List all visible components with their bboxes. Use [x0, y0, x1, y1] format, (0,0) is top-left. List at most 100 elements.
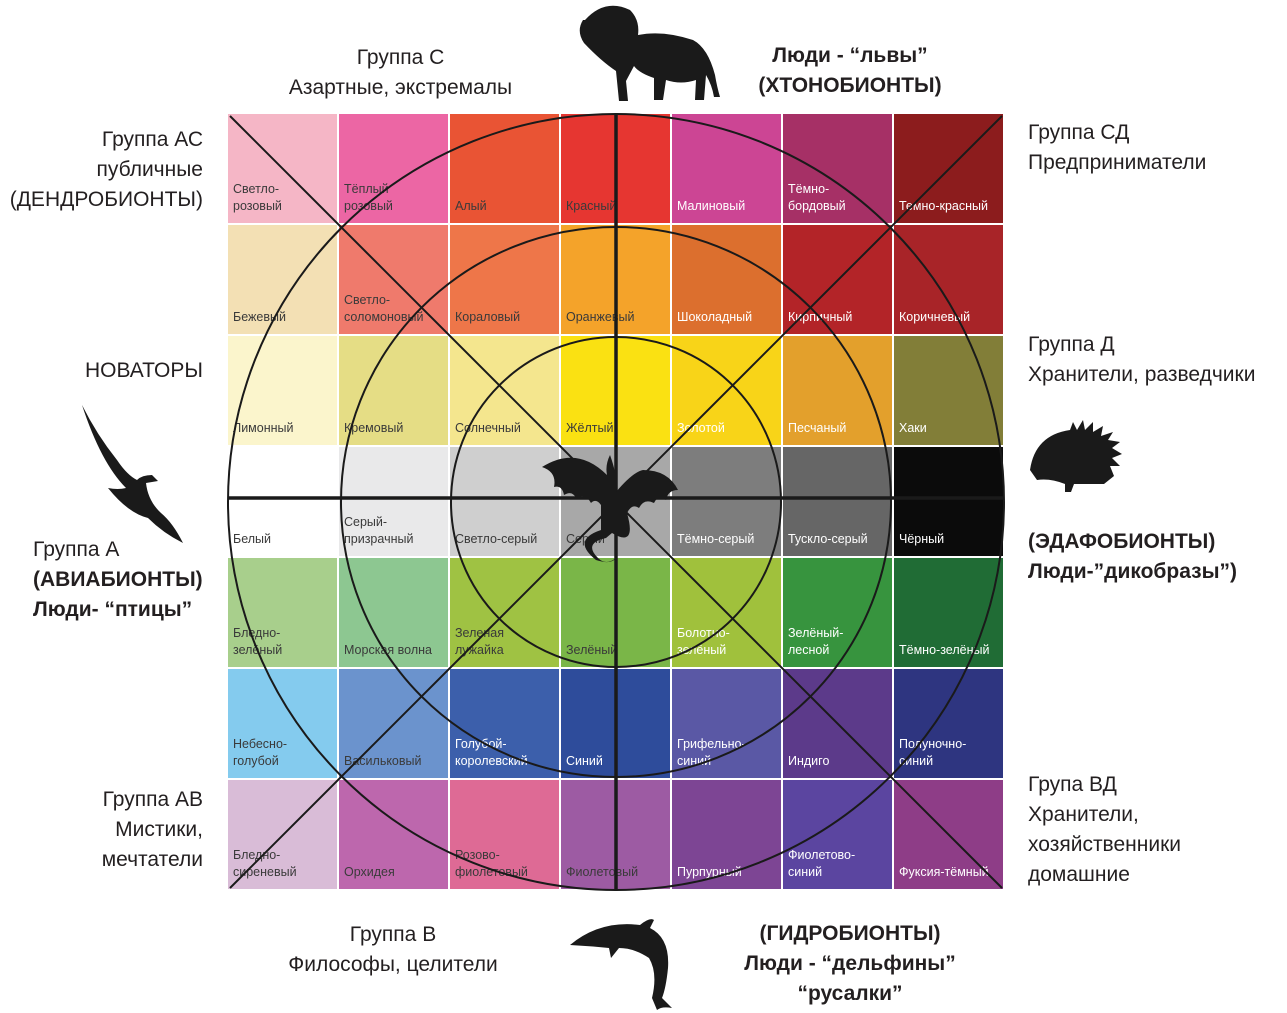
color-cell: Фиолетово- синий	[783, 780, 892, 889]
color-name: Тёмно- бордовый	[788, 182, 846, 213]
porcupines-desc: Люди-”дикобразы”)	[1028, 560, 1238, 583]
color-name: Зелёный	[566, 643, 618, 657]
color-name: Коричневый	[899, 310, 971, 324]
group-sd-desc: Предприниматели	[1028, 151, 1207, 174]
dolphins-desc1: Люди - “дельфины”	[744, 952, 956, 975]
group-c-label: Группа С Азартные, экстремалы	[268, 43, 533, 103]
eagle-icon	[82, 405, 183, 543]
color-name: Васильковый	[344, 754, 422, 768]
group-vd-desc1: Хранители,	[1028, 803, 1139, 826]
color-name: Золотой	[677, 421, 725, 435]
color-cell: Тёмно-зелёный	[894, 558, 1003, 667]
color-name: Тускло-серый	[788, 532, 868, 546]
color-cell: Серый- призрачный	[339, 447, 448, 556]
color-cell: Небесно- голубой	[228, 669, 337, 778]
color-name: Красный	[566, 199, 617, 213]
group-sd-label: Группа СД Предприниматели	[1028, 118, 1206, 178]
group-ac-title: Группа АС	[101, 128, 203, 151]
color-name: Болотно- зелёный	[677, 626, 730, 657]
color-cell: Лимонный	[228, 336, 337, 445]
group-v-desc: Философы, целители	[288, 953, 498, 976]
color-cell: Зелёный- лесной	[783, 558, 892, 667]
color-name: Малиновый	[677, 199, 746, 213]
dolphin-icon	[570, 919, 672, 1010]
color-name: Фиолетово- синий	[788, 848, 856, 879]
color-name: Светло-серый	[455, 532, 538, 546]
color-name: Грифельно- синий	[677, 737, 746, 768]
color-name: Песчаный	[788, 421, 847, 435]
color-name: Фиолетовый	[566, 865, 639, 879]
group-d-title: Группа Д	[1028, 333, 1115, 356]
group-ac-desc: публичные	[96, 158, 204, 181]
color-name: Чёрный	[899, 532, 945, 546]
color-name: Светло- соломоновый	[344, 293, 424, 324]
color-name: Кораловый	[455, 310, 521, 324]
group-av-desc2: мечтатели	[101, 848, 203, 871]
group-d-label: Группа Д Хранители, разведчики	[1028, 330, 1255, 390]
color-name: Тёмно-серый	[677, 532, 755, 546]
color-name: Белый	[233, 532, 272, 546]
dragon-icon	[542, 455, 678, 563]
porcupines-label: (ЭДАФОБИОНТЫ) Люди-”дикобразы”)	[1028, 527, 1237, 587]
color-name: Темно-красный	[899, 199, 988, 213]
color-name: Светло- розовый	[233, 182, 282, 213]
group-c-desc: Азартные, экстремалы	[288, 76, 513, 99]
group-a-type: (АВИАБИОНТЫ)	[33, 568, 203, 591]
color-cell: Пурпурный	[672, 780, 781, 889]
color-name: Жёлтый	[566, 421, 614, 435]
color-cell: Тёмно-серый	[672, 447, 781, 556]
color-cell: Хаки	[894, 336, 1003, 445]
group-v-label: Группа В Философы, целители	[268, 920, 518, 980]
group-c-title: Группа С	[356, 46, 445, 69]
color-name: Синий	[566, 754, 603, 768]
color-name: Небесно- голубой	[233, 737, 288, 768]
group-v-title: Группа В	[349, 923, 437, 946]
group-sd-title: Группа СД	[1028, 121, 1130, 144]
color-cell: Тёплый розовый	[339, 114, 448, 223]
color-cell: Бежевый	[228, 225, 337, 334]
color-name: Фуксия-тёмный	[899, 865, 989, 879]
color-cell: Малиновый	[672, 114, 781, 223]
color-name: Шоколадный	[677, 310, 753, 324]
color-name: Орхидея	[344, 865, 395, 879]
color-cell: Кораловый	[450, 225, 559, 334]
color-name: Зеленая лужайка	[455, 626, 504, 657]
color-name: Зелёный- лесной	[788, 626, 844, 657]
group-a-desc: Люди- “птицы”	[33, 598, 193, 621]
porcupine-icon	[1030, 420, 1122, 492]
group-vd-title: Група ВД	[1028, 773, 1117, 796]
porcupines-type: (ЭДАФОБИОНТЫ)	[1028, 530, 1216, 553]
color-cell: Грифельно- синий	[672, 669, 781, 778]
lions-title: Люди - “львы”	[772, 44, 928, 67]
dolphins-label: (ГИДРОБИОНТЫ) Люди - “дельфины” “русалки”	[720, 919, 980, 1009]
color-name: Индиго	[788, 754, 830, 768]
color-cell: Тускло-серый	[783, 447, 892, 556]
group-a-label: Группа А (АВИАБИОНТЫ) Люди- “птицы”	[33, 535, 203, 625]
color-cell: Шоколадный	[672, 225, 781, 334]
innovators-label: НОВАТОРЫ	[85, 359, 203, 382]
group-a-title: Группа А	[33, 538, 120, 561]
color-name: Лимонный	[233, 421, 294, 435]
lions-label: Люди - “львы”(ХТОНОБИОНТЫ)	[730, 41, 970, 101]
color-cell: Коричневый	[894, 225, 1003, 334]
group-vd-desc3: домашние	[1028, 863, 1130, 886]
color-cell: Бледно- зелёный	[228, 558, 337, 667]
color-name: Пурпурный	[677, 865, 742, 879]
color-cell: Алый	[450, 114, 559, 223]
color-cell: Голубой- королевский	[450, 669, 559, 778]
color-cell: Орхидея	[339, 780, 448, 889]
color-name: Солнечный	[455, 421, 521, 435]
color-name: Серый- призрачный	[344, 515, 414, 546]
color-name: Тёплый розовый	[344, 182, 393, 213]
dolphins-desc2: “русалки”	[797, 982, 903, 1005]
color-cell: Белый	[228, 447, 337, 556]
color-cell: Розово- фиолетовый	[450, 780, 559, 889]
color-name: Хаки	[899, 421, 927, 435]
group-d-desc: Хранители, разведчики	[1028, 363, 1256, 386]
color-name: Алый	[455, 199, 487, 213]
dolphins-type: (ГИДРОБИОНТЫ)	[759, 922, 941, 945]
